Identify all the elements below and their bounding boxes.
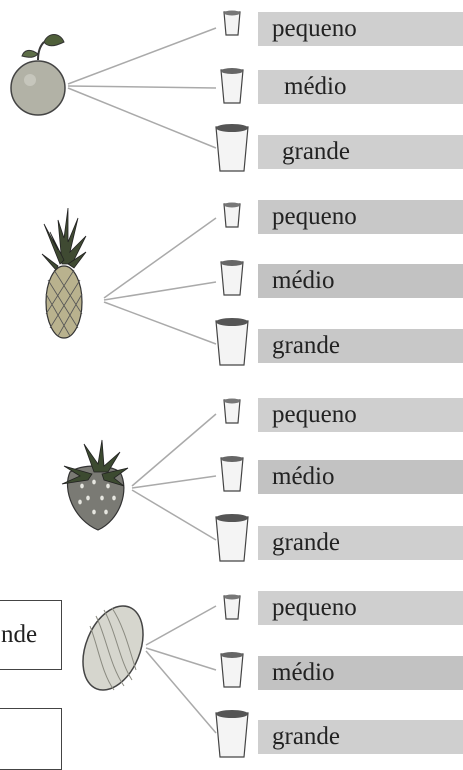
connector-line	[131, 475, 217, 489]
connector-line	[145, 650, 217, 734]
option-label: grande	[272, 332, 341, 359]
option-label-bar: médio	[258, 460, 463, 494]
connector-line	[67, 87, 217, 149]
option-label-bar: médio	[258, 656, 463, 690]
medium-cup-icon	[220, 456, 244, 492]
option-label-bar: pequeno	[258, 591, 463, 625]
small-cup-icon	[223, 594, 241, 620]
option-label-bar: grande	[258, 720, 463, 754]
answer-box-text: nde	[1, 621, 38, 648]
option-label-bar: grande	[258, 526, 463, 560]
answer-box[interactable]	[0, 708, 62, 770]
option-label: grande	[282, 138, 351, 165]
large-cup-icon	[215, 710, 249, 758]
option-label: pequeno	[272, 594, 357, 621]
connector-line	[103, 217, 217, 299]
connector-line	[103, 301, 217, 345]
large-cup-icon	[215, 318, 249, 366]
connector-line	[67, 27, 217, 85]
melon-icon	[82, 605, 144, 691]
option-label: grande	[272, 529, 341, 556]
orange-icon	[10, 34, 66, 116]
option-label: pequeno	[272, 401, 357, 428]
option-label: pequeno	[272, 203, 357, 230]
pineapple-icon	[41, 207, 87, 339]
option-label-bar: médio	[258, 264, 463, 298]
option-label: médio	[284, 73, 347, 100]
option-label: médio	[272, 463, 335, 490]
connector-line	[145, 605, 217, 646]
option-label-bar: pequeno	[258, 398, 463, 432]
connector-line	[67, 85, 217, 89]
large-cup-icon	[215, 124, 249, 172]
small-cup-icon	[223, 10, 241, 36]
small-cup-icon	[223, 398, 241, 424]
option-label: médio	[272, 659, 335, 686]
answer-box[interactable]: nde	[0, 600, 62, 670]
medium-cup-icon	[220, 652, 244, 688]
option-label-bar: médio	[258, 70, 463, 104]
option-label-bar: grande	[258, 135, 463, 169]
option-label-bar: pequeno	[258, 200, 463, 234]
connector-line	[145, 647, 217, 671]
option-label: grande	[272, 723, 341, 750]
option-label-bar: pequeno	[258, 12, 463, 46]
small-cup-icon	[223, 202, 241, 228]
medium-cup-icon	[220, 68, 244, 104]
connector-line	[131, 489, 217, 541]
connector-line	[131, 413, 217, 487]
medium-cup-icon	[220, 260, 244, 296]
strawberry-icon	[61, 439, 129, 531]
large-cup-icon	[215, 514, 249, 562]
option-label: pequeno	[272, 15, 357, 42]
option-label: médio	[272, 267, 335, 294]
connector-line	[103, 281, 217, 301]
option-label-bar: grande	[258, 329, 463, 363]
